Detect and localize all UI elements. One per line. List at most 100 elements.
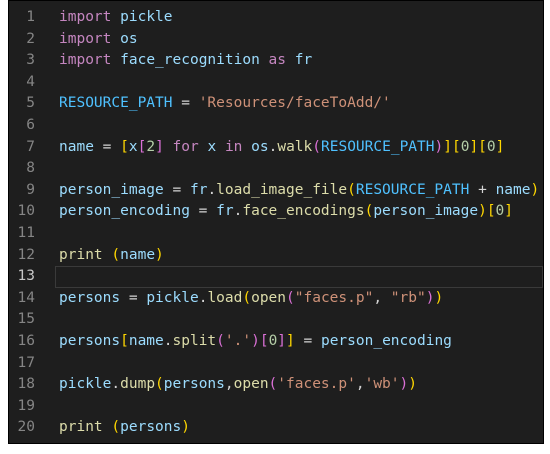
code-token: 'wb'	[364, 376, 400, 393]
code-token: )	[434, 138, 444, 155]
code-token: (	[347, 181, 356, 198]
code-token: person_image	[373, 203, 479, 220]
code-token: person_encoding	[59, 203, 190, 220]
line-code[interactable]: import face_recognition as fr	[59, 50, 312, 72]
code-token: )	[399, 376, 409, 393]
code-token: =	[189, 203, 217, 220]
code-line[interactable]: 14 persons = pickle.load(open("faces.p", …	[9, 288, 543, 310]
line-code[interactable]: print (persons)	[59, 417, 190, 439]
code-token	[216, 139, 225, 155]
code-token: )	[155, 246, 164, 263]
current-line[interactable]: 13	[18, 266, 543, 288]
line-code[interactable]: person_encoding = fr.face_encodings(pers…	[59, 201, 513, 223]
code-token: .	[163, 332, 173, 349]
code-token: x	[207, 138, 217, 155]
code-token: =	[163, 181, 190, 198]
line-code[interactable]: name = [x[2] for x in os.walk(RESOURCE_P…	[59, 137, 504, 159]
code-token: [	[120, 138, 129, 155]
code-token: persons	[120, 419, 182, 436]
code-token	[111, 9, 120, 25]
line-code[interactable]: person_image = fr.load_image_file(RESOUR…	[59, 180, 539, 202]
code-token: ,	[373, 289, 391, 306]
code-token: (	[216, 332, 225, 349]
code-token: =	[93, 138, 121, 155]
line-number: 2	[26, 30, 35, 47]
code-line[interactable]: 6	[9, 115, 543, 137]
code-token: face_recognition	[120, 52, 260, 69]
code-token: .	[233, 203, 243, 220]
code-line[interactable]: 15	[9, 309, 543, 331]
code-token: person_encoding	[320, 332, 452, 349]
code-token: )	[530, 181, 540, 198]
line-number: 9	[26, 181, 35, 198]
code-token: os	[251, 138, 269, 155]
code-line[interactable]: 8	[9, 158, 543, 180]
line-code[interactable]: import pickle	[59, 7, 173, 29]
code-token: [	[259, 332, 269, 349]
code-token: persons	[59, 332, 121, 349]
code-token: [	[486, 203, 496, 220]
code-token: .	[268, 138, 278, 155]
line-number: 14	[17, 289, 35, 306]
code-line[interactable]: 2 import os	[9, 29, 543, 51]
code-token: =	[120, 289, 147, 306]
code-token: 'Resources/faceToAdd/'	[198, 95, 391, 112]
line-code[interactable]: RESOURCE_PATH = 'Resources/faceToAdd/'	[59, 93, 391, 115]
line-number: 13	[17, 268, 35, 285]
code-token: persons	[163, 376, 225, 393]
code-token: [	[478, 138, 487, 155]
code-token: RESOURCE_PATH	[59, 95, 173, 112]
code-token: +	[469, 181, 496, 198]
line-number: 16	[17, 332, 35, 349]
code-token: .	[111, 376, 121, 393]
code-token: (	[364, 203, 374, 220]
code-token: face_encodings	[242, 203, 365, 220]
code-line[interactable]: 17	[9, 353, 543, 375]
code-token: ]	[504, 203, 514, 220]
code-token: RESOURCE_PATH	[355, 181, 470, 198]
code-token	[260, 52, 269, 68]
line-number: 1	[26, 9, 35, 25]
code-token: )	[251, 332, 260, 349]
code-token: ]	[286, 332, 295, 349]
code-token: name	[495, 181, 531, 198]
code-line[interactable]: 4	[9, 72, 543, 94]
code-token: ,	[355, 376, 365, 393]
code-token: '.'	[224, 332, 252, 349]
code-token: "rb"	[390, 289, 426, 306]
code-token: (	[242, 289, 252, 306]
code-token: 0	[495, 203, 505, 220]
code-line[interactable]: 11	[9, 223, 543, 245]
code-token: in	[224, 138, 243, 155]
line-code[interactable]: persons = pickle.load(open("faces.p", "r…	[59, 288, 443, 310]
line-code[interactable]: print (name)	[59, 245, 164, 267]
code-token: "faces.p"	[294, 289, 374, 306]
line-code[interactable]: pickle.dump(persons,open('faces.p','wb')…	[59, 374, 417, 396]
code-line[interactable]: 9 person_image = fr.load_image_file(RESOU…	[9, 180, 543, 202]
line-code[interactable]: persons[name.split('.')[0]] = person_enc…	[59, 331, 452, 353]
code-token: load	[207, 289, 243, 306]
code-token: (	[286, 289, 295, 306]
code-token: import	[59, 9, 112, 25]
code-line[interactable]: 19	[9, 396, 543, 418]
code-token: (	[111, 246, 121, 263]
code-token: 0	[486, 138, 496, 155]
code-token: ]	[277, 332, 287, 349]
code-token: import	[59, 30, 112, 47]
code-token: (	[312, 138, 321, 155]
code-line[interactable]: 1 import pickle	[9, 7, 543, 29]
line-code[interactable]: import os	[59, 29, 138, 51]
code-token	[164, 139, 173, 155]
line-number: 6	[26, 116, 35, 133]
code-token	[286, 52, 295, 68]
